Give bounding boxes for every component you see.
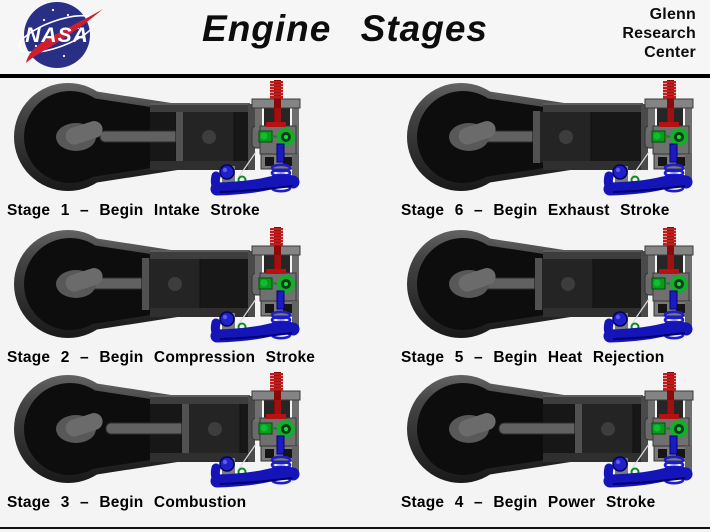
engine-diagram-stage-2 bbox=[2, 227, 302, 345]
org-line-2: Research bbox=[622, 25, 696, 42]
org-line-1: Glenn bbox=[649, 6, 696, 23]
header-rule bbox=[0, 74, 710, 78]
stage-1-label: Stage 1 – Begin Intake Stroke bbox=[7, 202, 260, 219]
stage-5-cell: Stage 5 – Begin Heat Rejection bbox=[355, 225, 710, 368]
engine-diagram-stage-4 bbox=[395, 372, 695, 490]
engine-diagram-stage-3 bbox=[2, 372, 302, 490]
stage-5-label: Stage 5 – Begin Heat Rejection bbox=[401, 349, 665, 366]
org-line-3: Center bbox=[644, 44, 696, 61]
stage-1-cell: Stage 1 – Begin Intake Stroke bbox=[0, 78, 355, 225]
stage-6-label: Stage 6 – Begin Exhaust Stroke bbox=[401, 202, 670, 219]
stage-4-label: Stage 4 – Begin Power Stroke bbox=[401, 494, 656, 511]
engine-diagram-stage-1 bbox=[2, 80, 302, 198]
footer-rule bbox=[0, 527, 710, 529]
stage-4-cell: Stage 4 – Begin Power Stroke bbox=[355, 368, 710, 527]
page-title: Engine Stages bbox=[202, 8, 488, 49]
stage-grid: Stage 1 – Begin Intake Stroke Stage 6 – … bbox=[0, 78, 710, 527]
stage-3-label: Stage 3 – Begin Combustion bbox=[7, 494, 247, 511]
stage-2-label: Stage 2 – Begin Compression Stroke bbox=[7, 349, 316, 366]
nasa-logo-text: NASA bbox=[25, 24, 89, 47]
header: NASA Engine Stages Glenn Research Center bbox=[0, 0, 710, 74]
engine-diagram-stage-6 bbox=[395, 80, 695, 198]
stage-3-cell: Stage 3 – Begin Combustion bbox=[0, 368, 355, 527]
nasa-logo: NASA bbox=[18, 2, 103, 68]
stage-6-cell: Stage 6 – Begin Exhaust Stroke bbox=[355, 78, 710, 225]
engine-diagram-stage-5 bbox=[395, 227, 695, 345]
org-name: Glenn Research Center bbox=[622, 5, 696, 62]
stage-2-cell: Stage 2 – Begin Compression Stroke bbox=[0, 225, 355, 368]
